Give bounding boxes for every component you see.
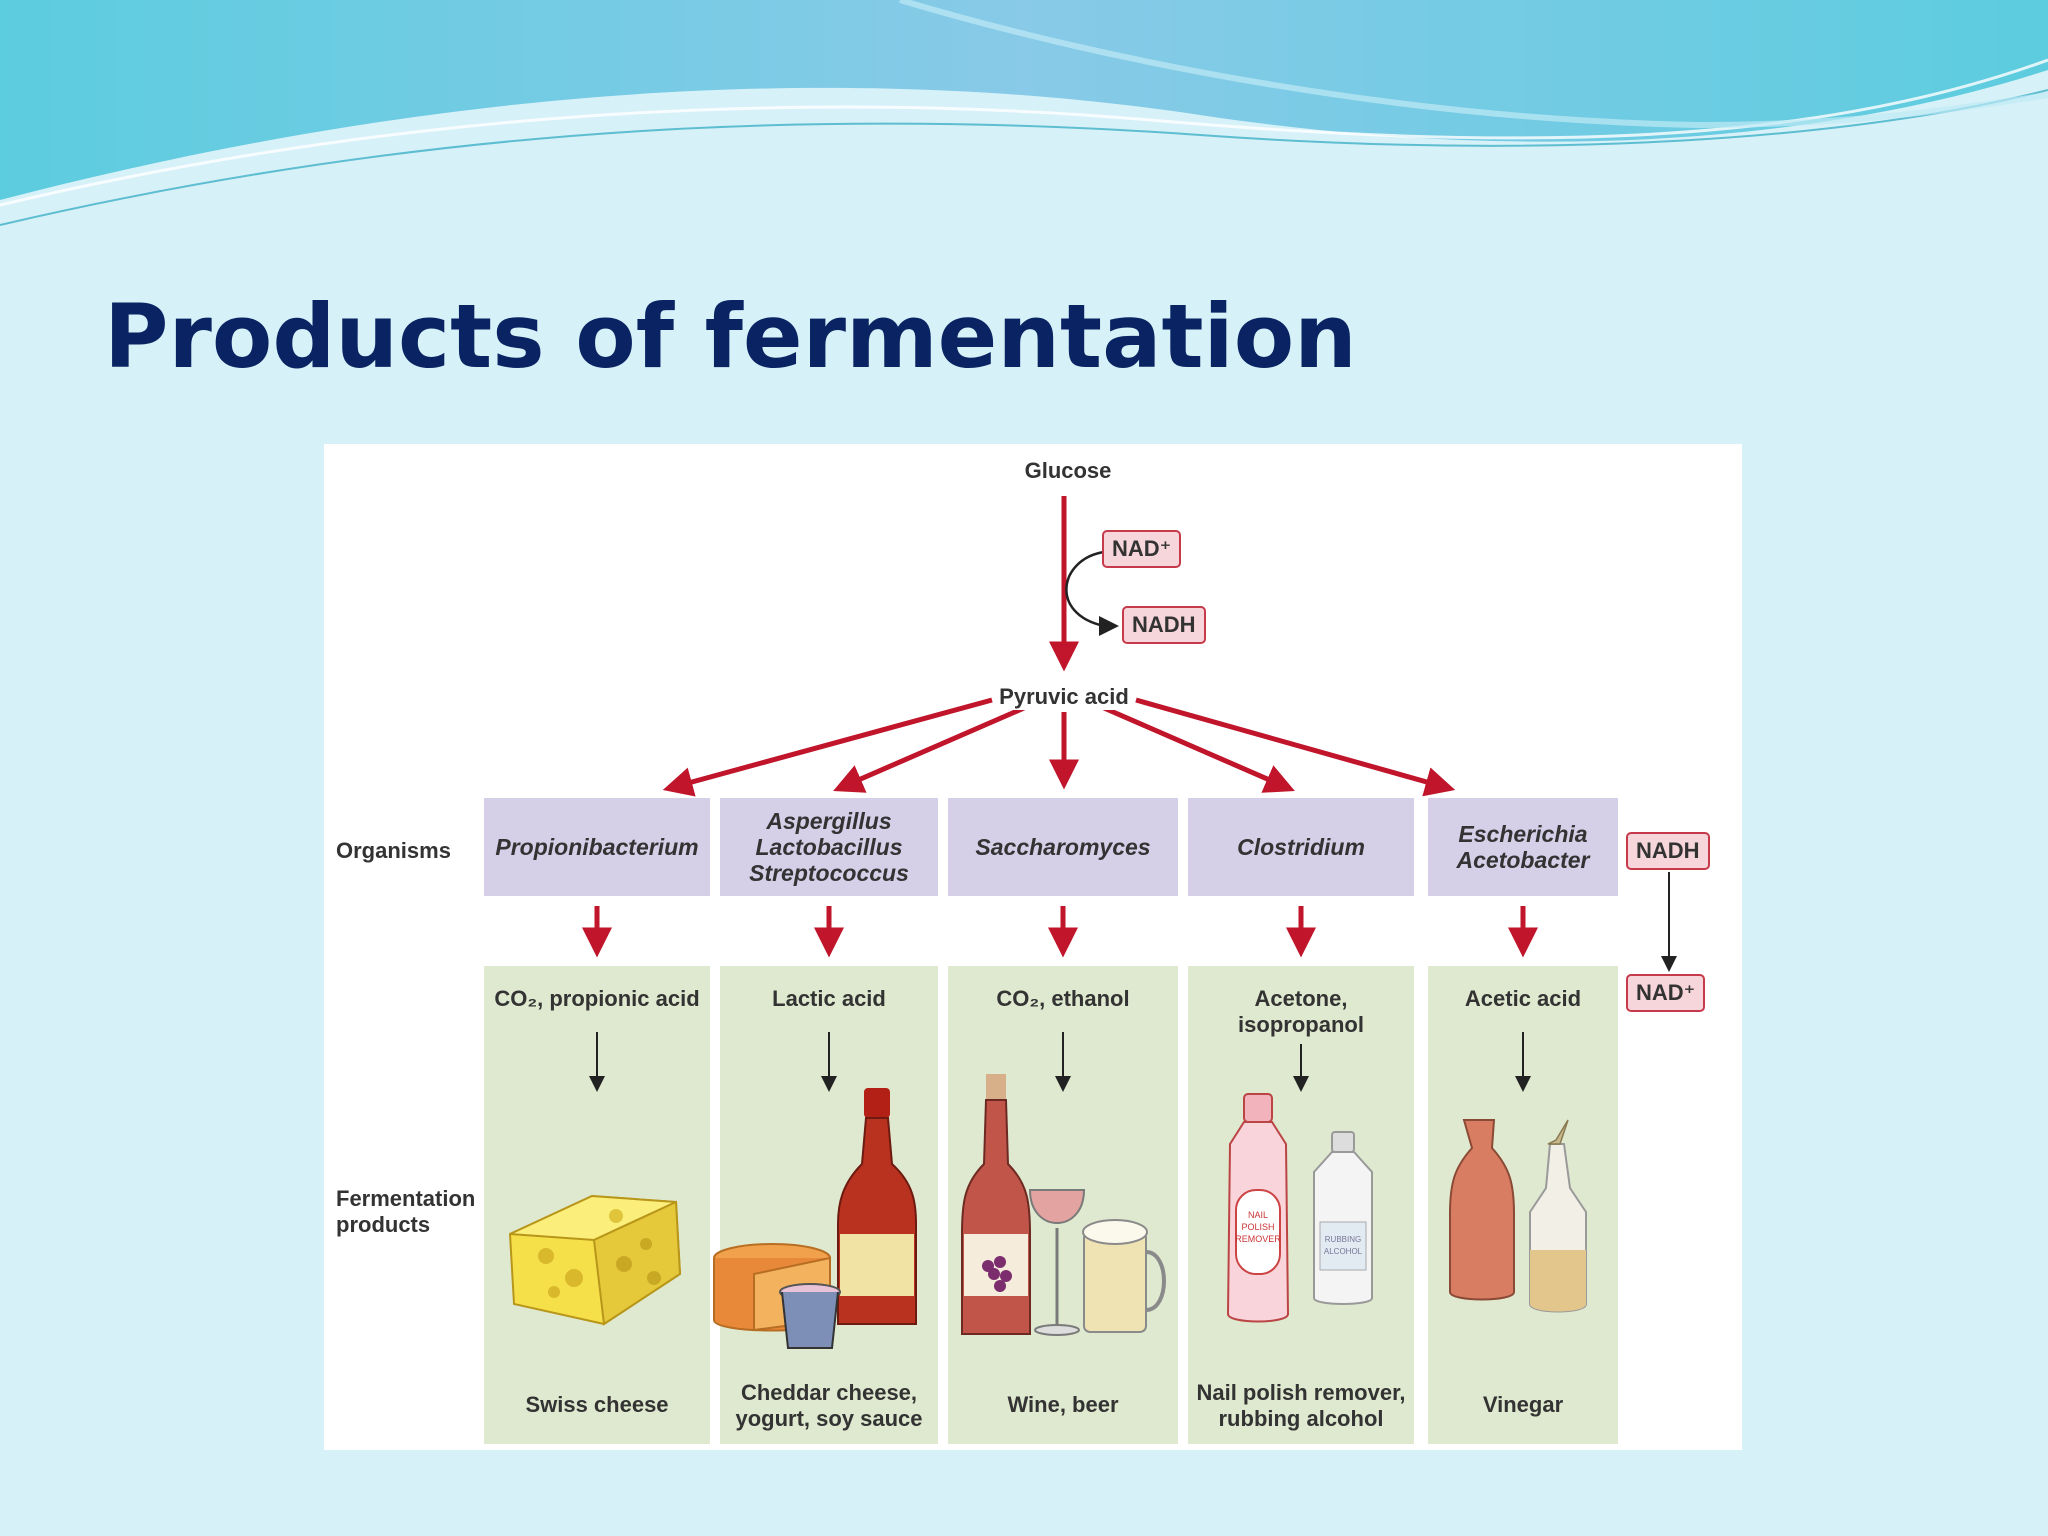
organism-box-5: Escherichia Acetobacter [1428, 798, 1618, 896]
organisms-row-label: Organisms [336, 838, 451, 863]
organism-name: Escherichia Acetobacter [1456, 821, 1590, 873]
vinegar-illustration [1449, 1119, 1587, 1313]
side-nad-plus-badge: NAD⁺ [1626, 974, 1706, 1012]
organism-name: Clostridium [1237, 834, 1365, 860]
nail-polish-label: POLISH [1241, 1222, 1274, 1232]
chemical-products: Acetone, isopropanol [1238, 986, 1364, 1037]
rubbing-label: ALCOHOL [1324, 1247, 1363, 1256]
wine-beer-illustration [961, 1074, 1166, 1336]
organism-box-3: Saccharomyces [948, 798, 1178, 896]
slide-title: Products of fermentation [104, 285, 1357, 388]
food-products: Nail polish remover, rubbing alcohol [1196, 1380, 1406, 1431]
chemical-products: CO₂, ethanol [996, 986, 1130, 1011]
pyruvate-branch-arrows [662, 697, 1456, 797]
fermentation-diagram: Propionibacterium Aspergillus Lactobacil… [324, 444, 1742, 1450]
organism-name: Saccharomyces [975, 834, 1151, 860]
food-products: Wine, beer [1007, 1392, 1119, 1417]
cheddar-yogurt-soy-illustration [713, 1088, 917, 1349]
food-products: Cheddar cheese, yogurt, soy sauce [735, 1380, 923, 1431]
food-products: Swiss cheese [525, 1392, 669, 1417]
diagram-graphics: NAIL POLISH REMOVER RUBBING ALCOHOL [508, 496, 1677, 1349]
wave-header [0, 0, 2048, 226]
organism-box-2: Aspergillus Lactobacillus Streptococcus [720, 798, 938, 896]
side-nadh-badge: NADH [1626, 832, 1710, 870]
chemical-products: Acetic acid [1464, 986, 1582, 1011]
remover-alcohol-illustration: NAIL POLISH REMOVER RUBBING ALCOHOL [1226, 1093, 1373, 1323]
nad-plus-badge: NAD⁺ [1102, 530, 1182, 568]
nail-polish-label: REMOVER [1235, 1234, 1281, 1244]
organism-box-1: Propionibacterium [484, 798, 710, 896]
food-products: Vinegar [1482, 1392, 1564, 1417]
organism-name: Aspergillus Lactobacillus Streptococcus [749, 808, 909, 886]
fermentation-products-row-label: Fermentation products [336, 1186, 476, 1237]
nail-polish-label: NAIL [1248, 1210, 1268, 1220]
glucose-label: Glucose [1024, 458, 1112, 483]
rubbing-label: RUBBING [1325, 1235, 1361, 1244]
swiss-cheese-illustration [508, 1194, 682, 1326]
chemical-products: CO₂, propionic acid [494, 986, 700, 1011]
nad-reduction-arrow [1065, 550, 1119, 636]
nadh-badge: NADH [1122, 606, 1206, 644]
chemical-to-food-arrows [589, 1032, 1531, 1092]
organism-name: Propionibacterium [495, 834, 699, 860]
chemical-products: Lactic acid [772, 986, 886, 1011]
pyruvic-acid-label: Pyruvic acid [995, 684, 1133, 710]
product-column-4: Acetone, isopropanol Nail polish remover… [1188, 966, 1414, 1444]
organism-box-4: Clostridium [1188, 798, 1414, 896]
organism-to-product-arrows [582, 906, 1538, 958]
